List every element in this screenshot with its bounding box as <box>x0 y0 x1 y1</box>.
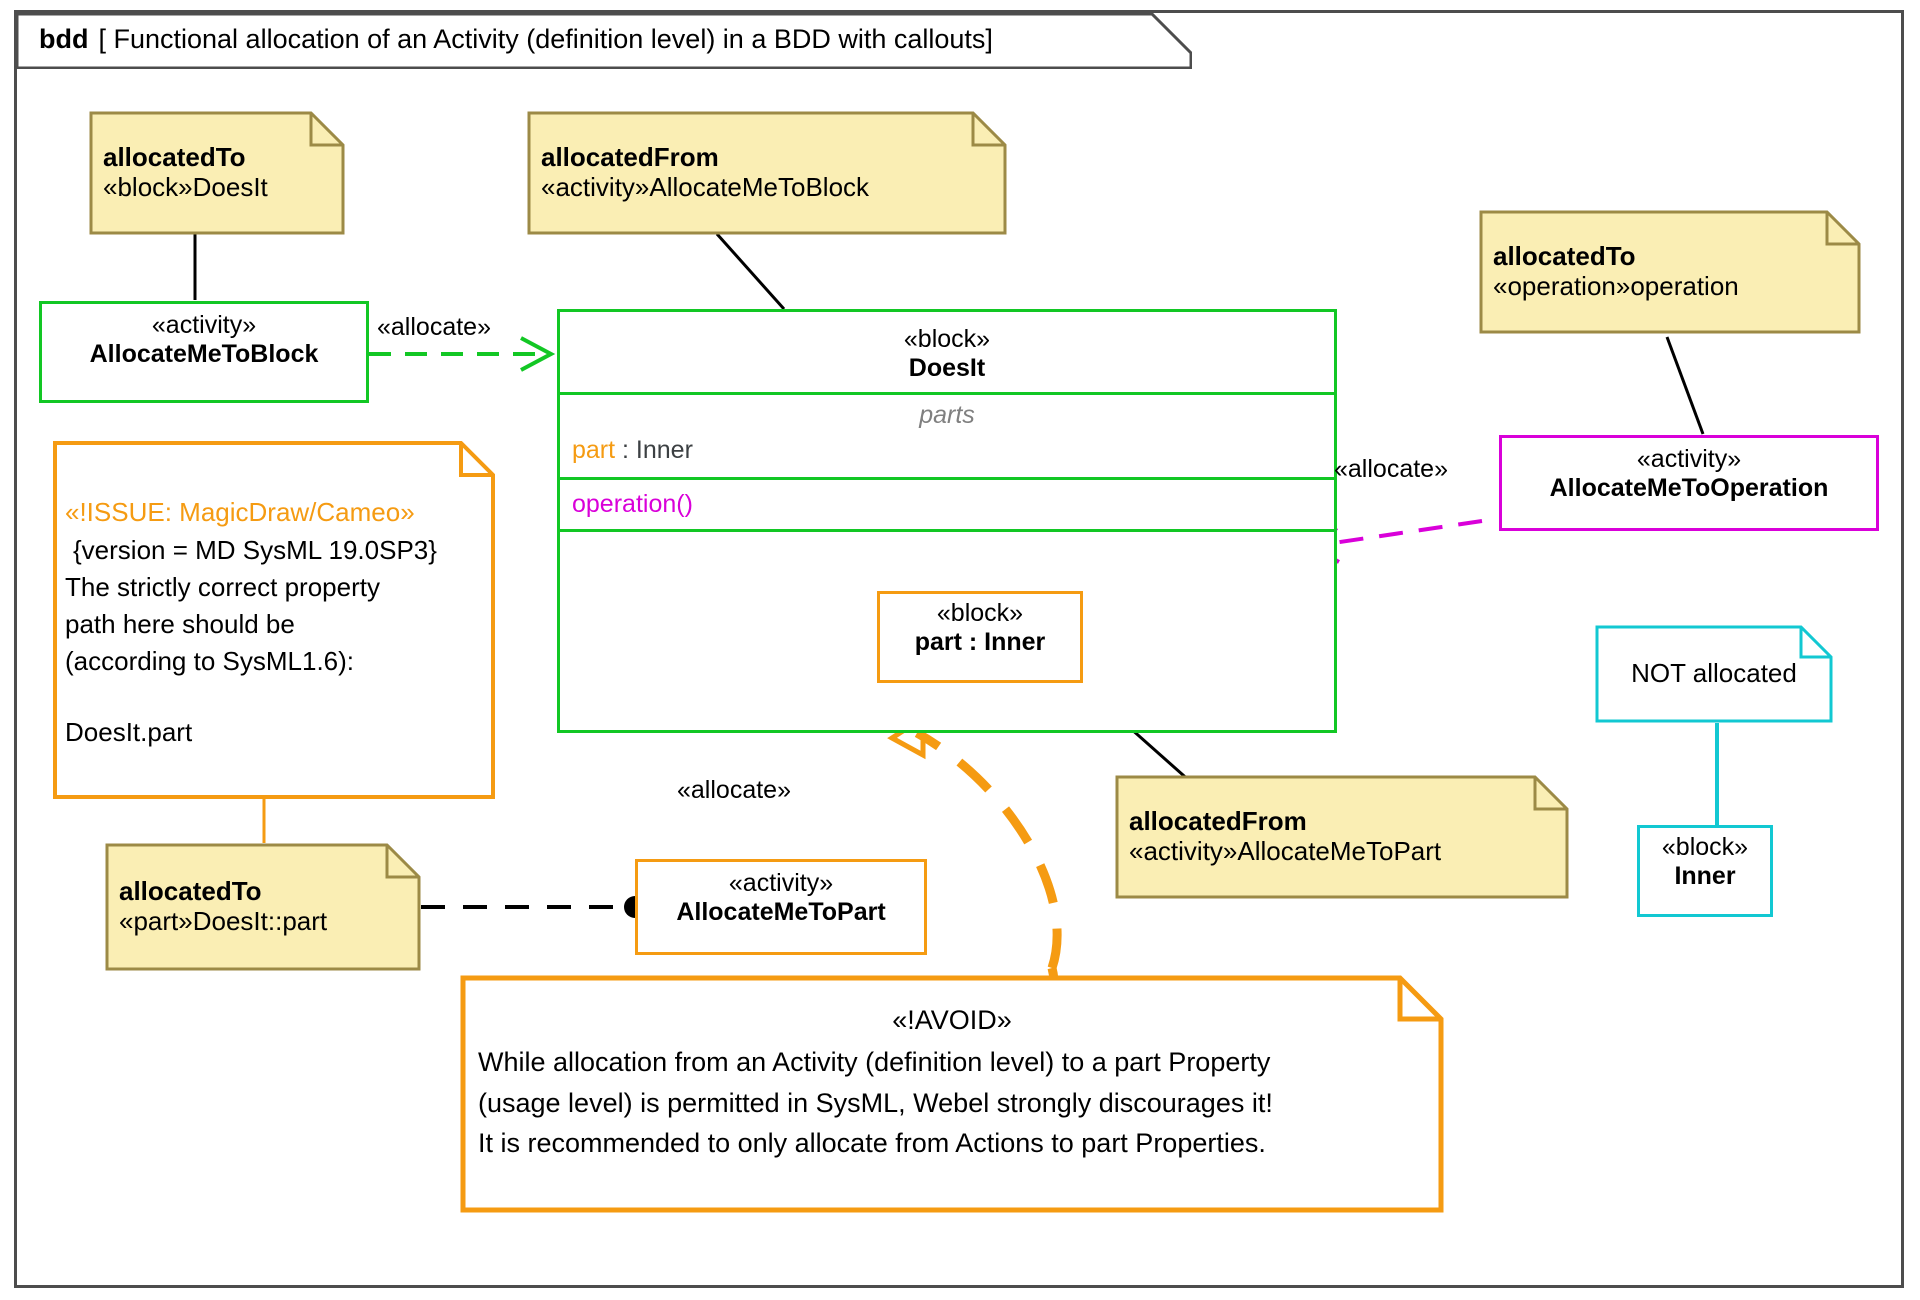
avoid-line-0: While allocation from an Activity (defin… <box>478 1047 1271 1078</box>
issue-title: «!ISSUE: MagicDraw/Cameo» <box>65 497 415 527</box>
note-allocated-from-activity[interactable]: allocatedFrom «activity»AllocateMeToBloc… <box>527 111 1007 235</box>
issue-line-2: path here should be <box>65 608 295 639</box>
diagram-header-tab: bdd [ Functional allocation of an Activi… <box>17 13 1192 69</box>
note-not-allocated[interactable]: NOT allocated <box>1595 625 1833 723</box>
note-line-1: allocatedTo <box>1493 241 1636 272</box>
note-line-1: allocatedFrom <box>1129 806 1307 837</box>
allocate-label-operation: «allocate» <box>1334 455 1448 483</box>
diagram-frame: bdd [ Functional allocation of an Activi… <box>14 10 1904 1288</box>
note-line-2: «part»DoesIt::part <box>119 906 328 936</box>
anchor-line-allocatedto-part <box>421 896 646 918</box>
part-property-name: part <box>572 436 616 465</box>
lower-divider <box>560 529 1334 533</box>
issue-line-4 <box>65 680 483 714</box>
stereotype-label: «block» <box>903 325 991 353</box>
compartment-divider <box>560 392 1334 396</box>
block-inner[interactable]: «block» Inner <box>1637 825 1773 917</box>
operations-divider <box>560 477 1334 481</box>
note-line-1: NOT allocated <box>1631 658 1797 689</box>
note-shape <box>527 111 1007 235</box>
note-shape <box>1115 775 1569 899</box>
note-shape <box>105 843 421 971</box>
block-allocate-me-to-part[interactable]: «activity» AllocateMeToPart <box>635 859 927 955</box>
block-name-label: AllocateMeToBlock <box>89 339 319 368</box>
note-avoid[interactable]: «!AVOID» While allocation from an Activi… <box>460 975 1444 1213</box>
avoid-line-1: (usage level) is permitted in SysML, Web… <box>478 1087 1273 1118</box>
note-allocated-to-block[interactable]: allocatedTo «block»DoesIt <box>89 111 345 235</box>
block-allocate-me-to-block[interactable]: «activity» AllocateMeToBlock <box>39 301 369 403</box>
note-shape <box>1479 210 1861 334</box>
note-line-2: «operation»operation <box>1493 271 1739 301</box>
avoid-line-2: It is recommended to only allocate from … <box>478 1128 1266 1159</box>
part-property-type: : Inner <box>615 436 693 465</box>
issue-line-3: (according to SysML1.6): <box>65 645 355 676</box>
issue-line-1: The strictly correct property <box>65 571 380 602</box>
note-line-2: «activity»AllocateMeToPart <box>1129 836 1442 866</box>
note-allocated-to-part[interactable]: allocatedTo «part»DoesIt::part <box>105 843 421 971</box>
operation-label: operation() <box>572 490 693 519</box>
allocate-label-part: «allocate» <box>677 776 791 804</box>
block-name-label: AllocateMeToOperation <box>1549 473 1829 502</box>
note-allocated-from-part-activity[interactable]: allocatedFrom «activity»AllocateMeToPart <box>1115 775 1569 899</box>
note-line-2: «activity»AllocateMeToBlock <box>541 172 870 202</box>
note-line-1: allocatedFrom <box>541 142 719 173</box>
block-name-label: Inner <box>1674 861 1736 890</box>
block-name-label: DoesIt <box>908 353 986 382</box>
stereotype-label: «activity» <box>1636 445 1742 473</box>
block-allocate-me-to-operation[interactable]: «activity» AllocateMeToOperation <box>1499 435 1879 531</box>
note-line-2: «block»DoesIt <box>103 172 268 202</box>
avoid-title: «!AVOID» <box>892 1005 1012 1035</box>
allocate-arrow-block <box>369 336 556 372</box>
note-line-1: allocatedTo <box>119 876 262 907</box>
stereotype-label: «block» <box>1661 833 1749 861</box>
stereotype-label: «block» <box>936 599 1024 627</box>
note-allocated-to-operation[interactable]: allocatedTo «operation»operation <box>1479 210 1861 334</box>
note-shape <box>89 111 345 235</box>
issue-line-0: {version = MD SysML 19.0SP3} <box>73 535 437 565</box>
block-name-label: part : Inner <box>914 627 1046 656</box>
note-shape <box>53 441 495 799</box>
block-part-inner[interactable]: «block» part : Inner <box>877 591 1083 683</box>
anchor-line-allocatedto-operation <box>1665 336 1705 435</box>
note-shape <box>1595 625 1833 723</box>
stereotype-label: «activity» <box>728 869 834 897</box>
parts-compartment-label: parts <box>919 401 975 430</box>
allocate-label-block: «allocate» <box>377 313 491 341</box>
diagram-name-label: [ Functional allocation of an Activity (… <box>98 24 993 54</box>
note-shape <box>460 975 1444 1213</box>
anchor-line-allocatedfrom-block <box>715 233 786 310</box>
header-tab-shape <box>17 13 1192 69</box>
issue-line-5: DoesIt.part <box>65 716 193 747</box>
note-line-1: allocatedTo <box>103 142 246 173</box>
block-name-label: AllocateMeToPart <box>676 897 886 926</box>
diagram-kind-label: bdd <box>39 24 89 54</box>
diagram-title: bdd [ Functional allocation of an Activi… <box>39 24 993 55</box>
stereotype-label: «activity» <box>151 311 257 339</box>
note-issue-magicdraw-cameo[interactable]: «!ISSUE: MagicDraw/Cameo» {version = MD … <box>53 441 495 799</box>
